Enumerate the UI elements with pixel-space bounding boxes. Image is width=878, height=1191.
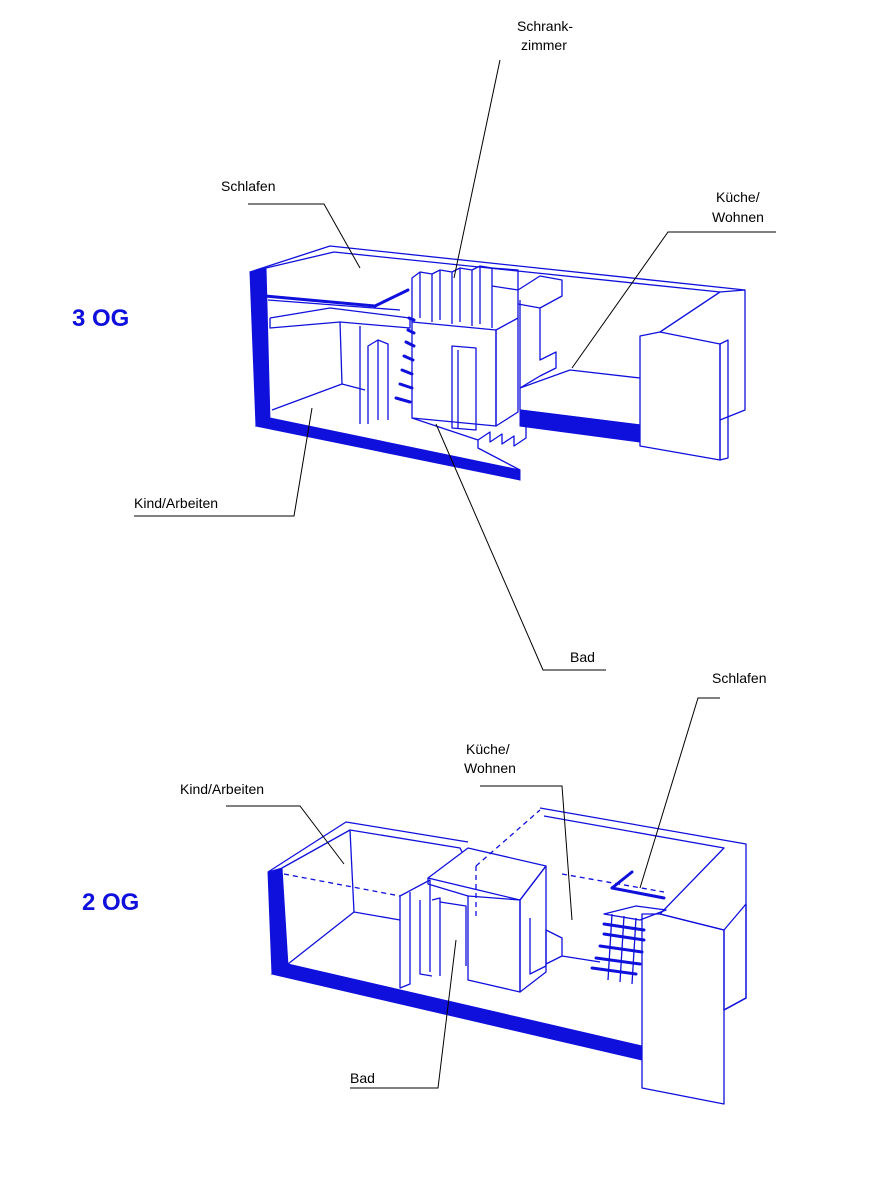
bedroom-rail-3og: [263, 294, 377, 308]
core-edge-2og: [427, 878, 469, 897]
bad-wall-2-2og: [399, 879, 431, 972]
kind-slab-3og: [269, 307, 411, 329]
stair-3og: [394, 316, 416, 404]
label-schlafen-2og: Schlafen: [712, 670, 766, 686]
kind-floor-2og: [353, 911, 401, 921]
building-3og: [249, 245, 746, 481]
top-rim-inner-3og: [265, 251, 721, 333]
leaders-2og: [226, 697, 720, 1089]
bad-door-3og: [451, 345, 477, 431]
top-rim-right-inner-2og: [543, 815, 725, 915]
bad-door-jamb-2og: [431, 897, 441, 976]
top-rim-3og: [249, 245, 746, 421]
label-bad-3og: Bad: [570, 649, 595, 665]
left-wall-2og: [267, 867, 289, 975]
label-bad-2og: Bad: [350, 1070, 375, 1086]
right-block-front-2og: [641, 913, 725, 1105]
right-block-top-2og: [659, 913, 725, 931]
kind-room-3og: [271, 321, 343, 411]
bad-door-left-3og: [367, 339, 379, 424]
kitchen-box-front-3og: [519, 308, 557, 389]
stair-2og: [590, 870, 667, 985]
bad-wall-left-2og: [399, 892, 411, 989]
schrank-fins-3og: [411, 265, 519, 328]
right-block-top-3og: [659, 289, 746, 333]
kind-floor-3og: [341, 383, 366, 391]
label-schlafen-3og: Schlafen: [221, 178, 275, 194]
building-2og: [267, 807, 747, 1105]
label-kind-3og: Kind/Arbeiten: [134, 495, 218, 511]
front-slab-right-3og: [519, 409, 641, 443]
label-kueche-line2-2og: Wohnen: [464, 760, 516, 776]
label-kind-2og: Kind/Arbeiten: [180, 781, 264, 797]
top-rim-left-inner-2og: [281, 829, 463, 869]
bedroom-back-3og: [267, 299, 401, 311]
bedroom-rail2-3og: [373, 288, 410, 308]
bad-block-side-3og: [495, 317, 519, 427]
bad-door-right-3og: [377, 339, 389, 420]
left-wall-3og: [249, 267, 271, 427]
top-rim-left-2og: [267, 821, 469, 873]
floor-label-3og: 3 OG: [72, 305, 129, 332]
hidden-line-1-2og: [283, 873, 401, 897]
label-schrankzimmer-line2-3og: zimmer: [521, 37, 567, 53]
front-slab-2og: [270, 963, 643, 1061]
floor-label-2og: 2 OG: [82, 889, 139, 916]
right-block-side-3og: [719, 339, 729, 461]
right-block-front-3og: [639, 331, 721, 461]
core-top-2og: [427, 847, 547, 901]
kind-room-2og: [287, 829, 355, 965]
kitchen-floor-2og: [561, 955, 601, 963]
bad-block-front-3og: [411, 321, 497, 427]
core-side-2og: [519, 865, 547, 993]
label-kueche-line1-3og: Küche/: [716, 189, 760, 205]
bad-wall-3-2og: [419, 900, 433, 977]
kitchen-floor-3og: [519, 369, 641, 389]
level-2og: 2 OG: [82, 670, 766, 1105]
bad-door-2og: [439, 901, 467, 966]
right-block-side-2og: [723, 903, 747, 1011]
kitchen-box-top-3og: [517, 275, 563, 309]
core-front-2og: [467, 895, 521, 993]
label-kueche-line2-3og: Wohnen: [712, 209, 764, 225]
label-schrankzimmer-line1-3og: Schrank-: [517, 18, 573, 34]
front-stair-3og: [411, 417, 527, 471]
level-3og: 3 OG: [72, 18, 776, 671]
label-kueche-line1-2og: Küche/: [466, 741, 510, 757]
leaders-3og: [134, 59, 776, 671]
living-floor-3og: [519, 388, 641, 426]
